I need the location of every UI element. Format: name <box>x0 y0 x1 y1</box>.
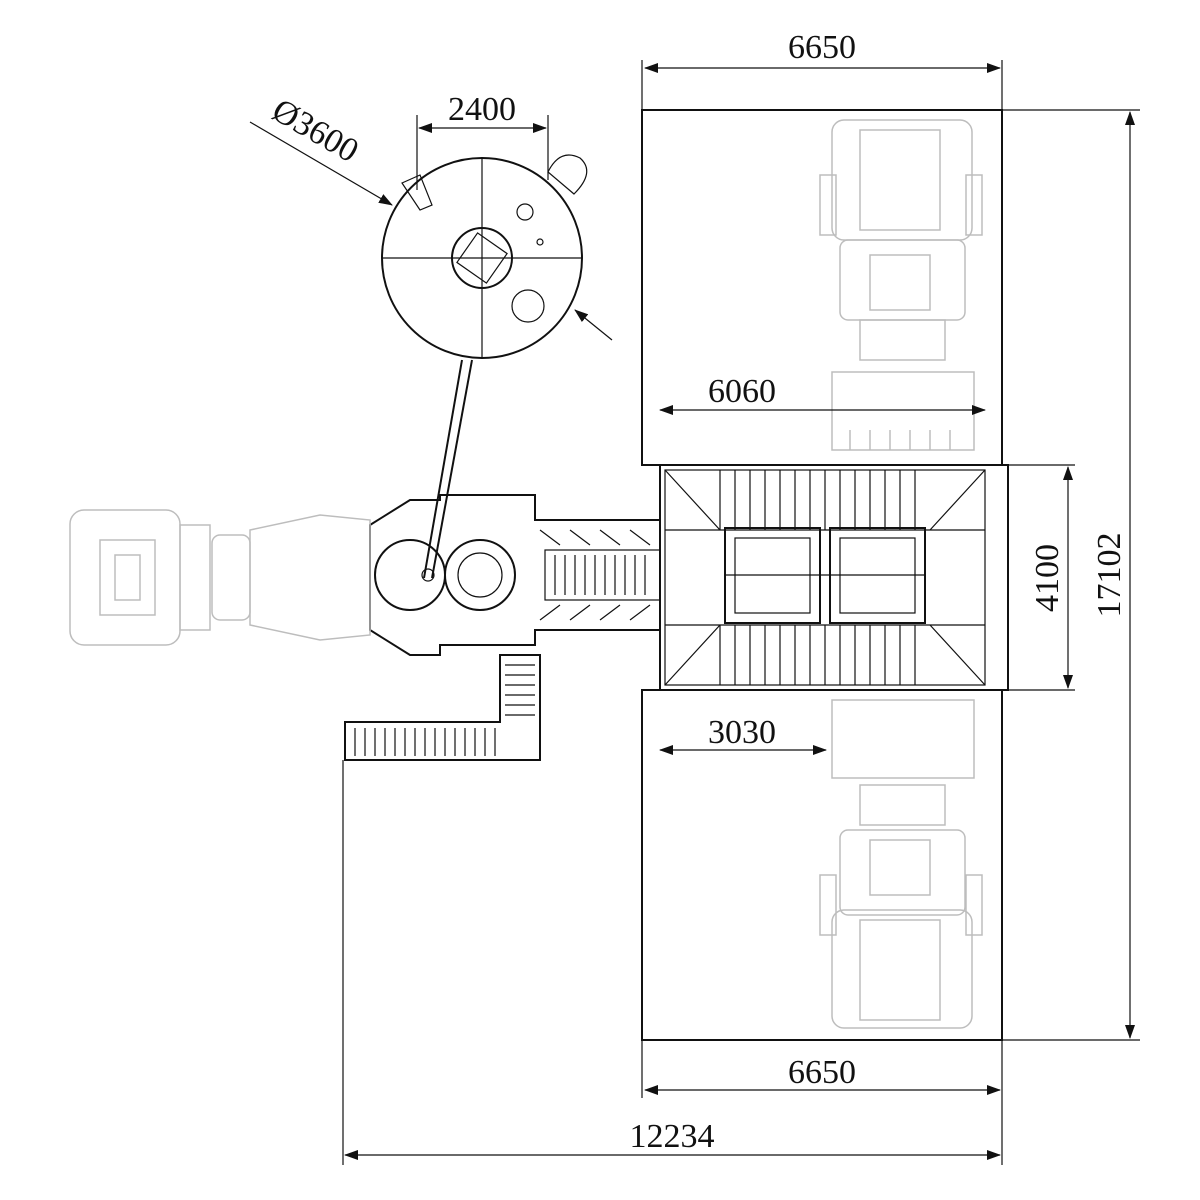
bottom-loading-bay <box>641 689 1003 1041</box>
conveyor-mixer-unit <box>369 494 661 656</box>
dim-height-mid: 4100 <box>1029 544 1066 612</box>
dim-inner-width: 6060 <box>708 373 776 410</box>
dim-bottom-width: 6650 <box>788 1054 856 1091</box>
dim-total-height: 17102 <box>1091 533 1128 618</box>
top-loader-vehicle <box>819 119 983 451</box>
dim-top-width: 6650 <box>788 29 856 66</box>
top-loading-bay <box>641 109 1003 466</box>
access-stairs <box>344 654 541 761</box>
cement-silo <box>381 154 588 582</box>
bottom-loader-vehicle <box>819 699 983 1029</box>
hopper-slats <box>664 469 986 686</box>
dim-tank-diameter: Ø3600 <box>266 92 365 170</box>
dim-offset-width: 3030 <box>708 714 776 751</box>
dim-total-width: 12234 <box>630 1118 715 1155</box>
dim-tank-width: 2400 <box>448 91 516 128</box>
mixer-truck <box>69 509 371 646</box>
central-hopper <box>659 464 1009 691</box>
dimension-labels: 6650 2400 Ø3600 6060 4100 17102 3030 665… <box>266 29 1128 1155</box>
dimension-lines <box>249 60 1140 1165</box>
